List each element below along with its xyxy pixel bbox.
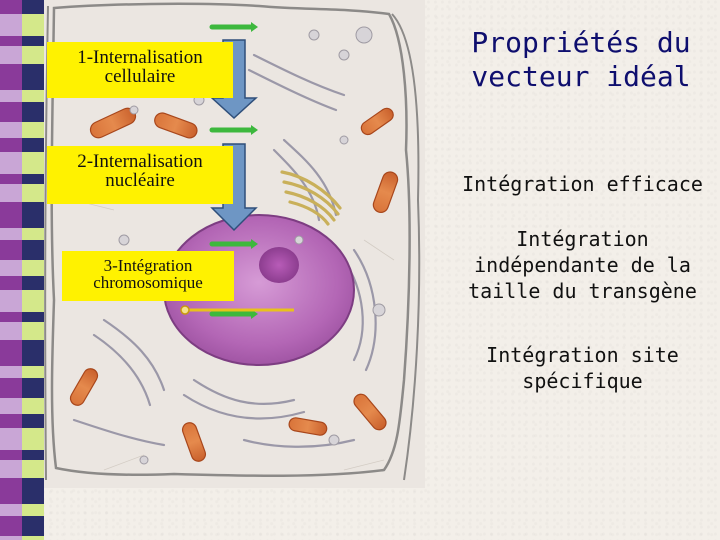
step-1-line2: cellulaire bbox=[104, 66, 176, 88]
stripe-block bbox=[0, 504, 22, 516]
stripe-block bbox=[0, 276, 22, 290]
stripe-block bbox=[22, 64, 44, 90]
slide-title-line2: vecteur idéal bbox=[471, 60, 691, 94]
property-3-line2: spécifique bbox=[522, 369, 643, 393]
stripe-block bbox=[0, 378, 22, 398]
vesicles bbox=[118, 26, 386, 465]
stripe-block bbox=[22, 202, 44, 228]
stripe-block bbox=[0, 90, 22, 102]
stripe-block bbox=[22, 478, 44, 504]
stripe-block bbox=[22, 138, 44, 152]
step-3-line1: 3-Intégration bbox=[103, 256, 193, 275]
step-2-line2: nucléaire bbox=[105, 170, 175, 192]
stripe-block bbox=[22, 174, 44, 184]
stripe-block bbox=[0, 0, 22, 14]
stripe-block bbox=[22, 152, 44, 174]
decorative-stripe bbox=[0, 0, 44, 540]
stripe-block bbox=[0, 102, 22, 122]
stripe-block bbox=[0, 64, 22, 90]
stripe-block bbox=[22, 90, 44, 102]
stripe-block bbox=[22, 366, 44, 378]
stripe-block bbox=[0, 366, 22, 378]
stripe-block bbox=[0, 240, 22, 260]
stripe-block bbox=[0, 36, 22, 46]
stripe-block bbox=[0, 428, 22, 450]
property-efficient-integration: Intégration efficace bbox=[455, 172, 710, 196]
step-3-line2: chromosomique bbox=[93, 273, 203, 293]
stripe-block bbox=[22, 14, 44, 36]
stripe-block bbox=[0, 450, 22, 460]
stripe-block bbox=[22, 228, 44, 240]
property-1-text: Intégration efficace bbox=[462, 172, 703, 196]
stripe-block bbox=[22, 504, 44, 516]
stripe-block bbox=[22, 102, 44, 122]
stripe-block bbox=[0, 174, 22, 184]
stripe-block bbox=[22, 340, 44, 366]
stripe-block bbox=[22, 414, 44, 428]
stripe-block bbox=[0, 14, 22, 36]
step-3-label: 3-Intégration chromosomique bbox=[62, 251, 234, 301]
stripe-block bbox=[0, 46, 22, 64]
property-2-line3: taille du transgène bbox=[468, 279, 697, 303]
slide-title-line1: Propriétés du bbox=[471, 26, 691, 59]
integration-marker bbox=[180, 305, 294, 315]
green-markers bbox=[209, 24, 254, 317]
stripe-block bbox=[0, 290, 22, 312]
step-1-line1: 1-Internalisation bbox=[77, 47, 203, 68]
stripe-block bbox=[22, 428, 44, 450]
property-size-independent: Intégration indépendante de la taille du… bbox=[455, 226, 710, 304]
stripe-block bbox=[0, 414, 22, 428]
cell-illustration bbox=[44, 0, 425, 488]
stripe-block bbox=[22, 516, 44, 536]
stripe-block bbox=[22, 312, 44, 322]
stripe-block bbox=[0, 138, 22, 152]
stripe-block bbox=[22, 36, 44, 46]
stripe-block bbox=[0, 228, 22, 240]
step-2-label: 2-Internalisation nucléaire bbox=[47, 146, 233, 204]
stripe-block bbox=[22, 240, 44, 260]
step-1-label: 1-Internalisation cellulaire bbox=[47, 42, 233, 98]
stripe-block bbox=[0, 184, 22, 202]
stripe-block bbox=[0, 312, 22, 322]
stripe-block bbox=[22, 536, 44, 540]
stripe-block bbox=[22, 184, 44, 202]
step-2-line1: 2-Internalisation bbox=[77, 151, 203, 172]
stripe-block bbox=[22, 322, 44, 340]
golgi-apparatus bbox=[280, 170, 342, 226]
stripe-block bbox=[22, 276, 44, 290]
stripe-block bbox=[22, 260, 44, 276]
property-2-line1: Intégration bbox=[516, 227, 649, 251]
mitochondria bbox=[69, 107, 399, 462]
stripe-block bbox=[0, 122, 22, 138]
stripe-block bbox=[0, 202, 22, 228]
cell-membrane bbox=[50, 2, 411, 478]
stripe-block bbox=[22, 378, 44, 398]
stripe-block bbox=[0, 398, 22, 414]
property-site-specific: Intégration site spécifique bbox=[455, 342, 710, 394]
stripe-block bbox=[0, 340, 22, 366]
stripe-block bbox=[22, 46, 44, 64]
slide-title: Propriétés du vecteur idéal bbox=[450, 26, 712, 94]
property-2-line2: indépendante de la bbox=[474, 253, 691, 277]
stripe-block bbox=[22, 0, 44, 14]
stripe-block bbox=[0, 516, 22, 536]
stripe-block bbox=[0, 460, 22, 478]
stripe-block bbox=[22, 450, 44, 460]
stripe-block bbox=[0, 536, 22, 540]
stripe-block bbox=[0, 260, 22, 276]
stripe-block bbox=[22, 398, 44, 414]
stripe-block bbox=[0, 478, 22, 504]
stripe-block bbox=[22, 122, 44, 138]
stripe-block bbox=[0, 322, 22, 340]
stripe-block bbox=[22, 290, 44, 312]
stripe-block bbox=[22, 460, 44, 478]
property-3-line1: Intégration site bbox=[486, 343, 679, 367]
stripe-block bbox=[0, 152, 22, 174]
